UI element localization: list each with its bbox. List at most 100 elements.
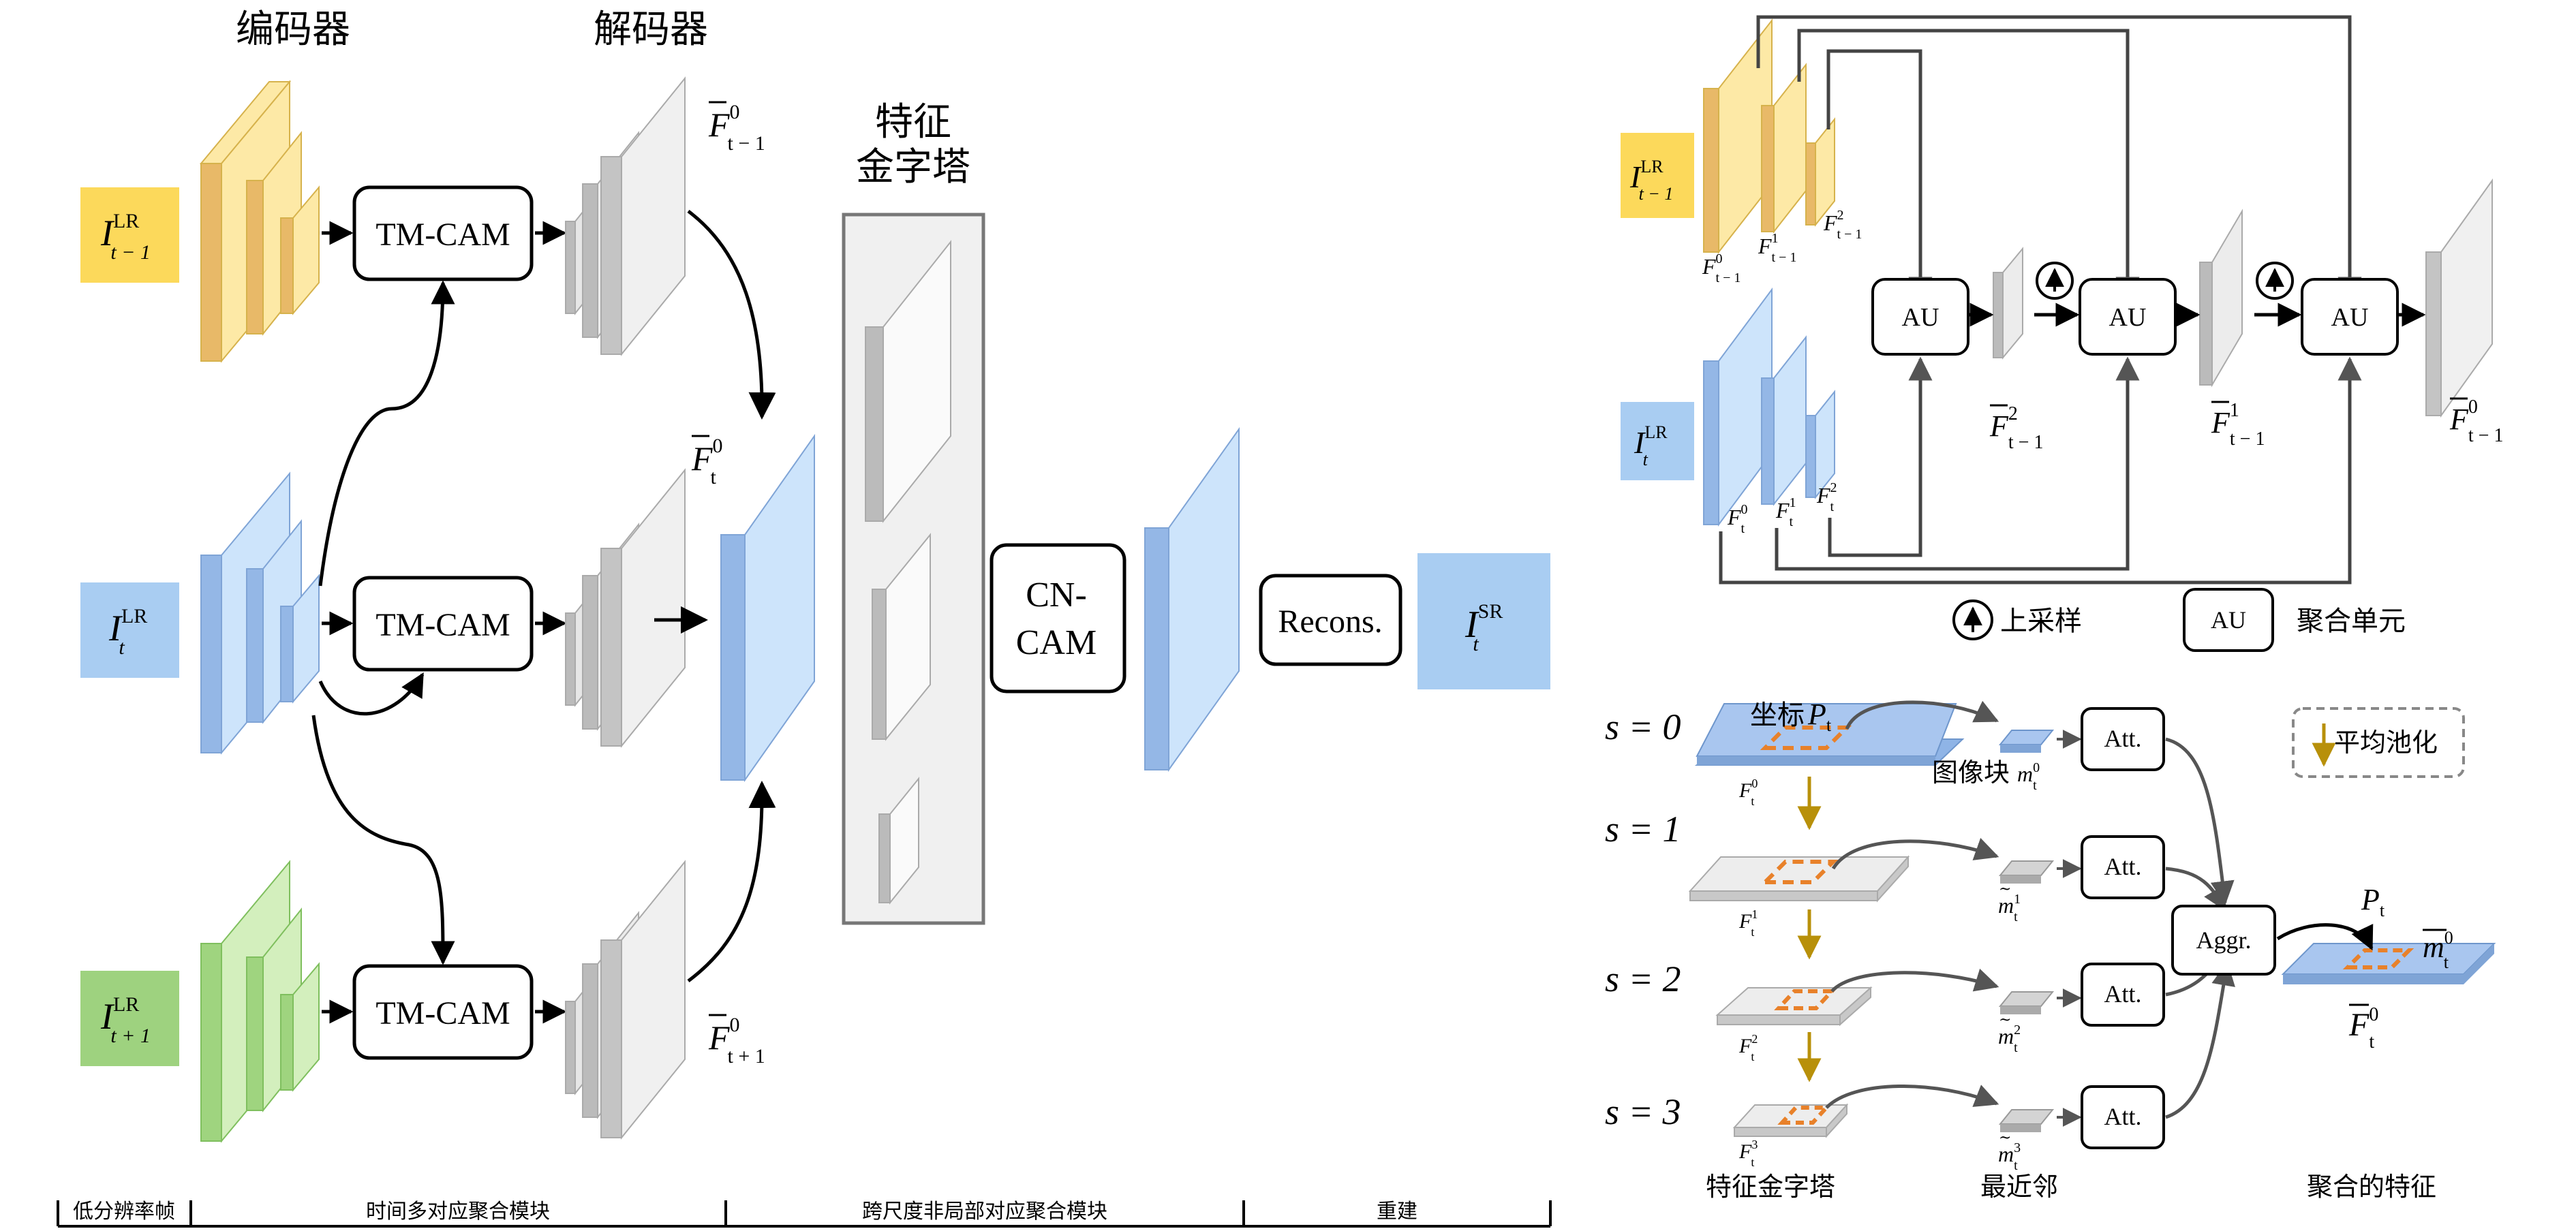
encoder-stack-cur	[200, 471, 320, 755]
encoder-stack-next	[200, 860, 320, 1143]
patch-tilde-2: ~	[1999, 1012, 2011, 1029]
plane-s0	[1694, 703, 1965, 766]
scale-label-0: s = 0	[1605, 706, 1681, 747]
patch-arrows	[1825, 700, 1999, 1109]
encoder-stack-prev	[199, 80, 320, 363]
ar-agg-feat-0-block	[2425, 178, 2493, 418]
fused-feature-block	[720, 433, 815, 783]
decoder-stack-cur	[565, 468, 686, 748]
au-label-1: AU	[1902, 303, 1939, 332]
stage-label-tmcam: 时间多对应聚合模块	[366, 1200, 550, 1224]
stage-bar	[57, 1200, 1552, 1228]
patch-block-3	[1998, 1109, 2055, 1132]
recons-label: Recons.	[1278, 604, 1382, 640]
patch-block-1	[1998, 860, 2055, 884]
plane-s3	[1732, 1103, 1849, 1138]
aggr-to-output-arrow	[2276, 923, 2374, 951]
stage-label-cncam: 跨尺度非局部对应聚合模块	[862, 1200, 1107, 1224]
tm-cam-box-cur	[352, 576, 534, 672]
stage-label-recon: 重建	[1377, 1200, 1417, 1224]
upsample-icon-1	[2036, 262, 2074, 300]
recons-box	[1259, 574, 1402, 666]
tm-cam-box-prev	[352, 185, 534, 281]
pyramid-level-2	[878, 777, 919, 905]
scale-label-3: s = 3	[1605, 1091, 1681, 1132]
au-box-1	[1871, 278, 1969, 356]
pyramid-level-1	[872, 533, 931, 741]
patch-block-0	[1998, 730, 2055, 753]
legend-au-box	[2183, 588, 2274, 652]
input-frame-next	[80, 971, 179, 1066]
patch-tilde-1: ~	[1999, 881, 2011, 898]
pyramid-header-line1: 特征	[875, 100, 951, 144]
legend-au-text: 聚合单元	[2297, 606, 2406, 637]
ar-agg-feat-1-block	[2199, 208, 2243, 388]
cn-cam-label-line1: CN-	[1026, 576, 1087, 614]
au-box-3	[2301, 278, 2399, 356]
output-point-label: Pt	[2361, 883, 2385, 920]
aggr-box	[2171, 905, 2276, 976]
cn-cam-label-line2: CAM	[1016, 623, 1097, 662]
au-label-2: AU	[2109, 303, 2147, 332]
au-label-3: AU	[2331, 303, 2369, 332]
tm-cam-label-prev: TM-CAM	[375, 217, 510, 253]
aggr-label: Aggr.	[2196, 926, 2252, 954]
coord-var: Pt	[1807, 698, 1832, 735]
au-box-2	[2079, 278, 2177, 356]
pool-legend-text: 平均池化	[2334, 728, 2438, 758]
att-box-3	[2081, 1085, 2165, 1149]
decoder-header: 解码器	[594, 7, 708, 52]
decoder-stack-next	[565, 860, 686, 1140]
coord-text: 坐标	[1750, 700, 1805, 731]
ar-input-cur	[1621, 402, 1694, 480]
legend-upsample-icon	[1952, 599, 1993, 640]
encoder-to-tmcam-arrows	[311, 221, 455, 1024]
caption-agg: 聚合的特征	[2307, 1172, 2436, 1202]
tm-cam-box-next	[352, 964, 534, 1060]
scale-label-2: s = 2	[1605, 959, 1681, 999]
ar-agg-feat-2-block	[1993, 247, 2023, 360]
caption-pyramid: 特征金字塔	[1706, 1172, 1835, 1202]
output-sr-box	[1417, 553, 1550, 689]
ar-input-prev	[1621, 133, 1694, 218]
scale-label-1: s = 1	[1605, 809, 1681, 850]
ar-connection-lines	[1719, 15, 2362, 585]
plane-s1	[1688, 855, 1910, 903]
tmcam-to-decoder-arrows	[535, 221, 567, 1024]
decoder-stack-prev	[565, 76, 686, 356]
tm-cam-label-next: TM-CAM	[375, 995, 510, 1031]
plane-s2	[1715, 986, 1873, 1027]
att-label-1: Att.	[2104, 853, 2141, 880]
stage-label-lr: 低分辨率帧	[73, 1200, 175, 1224]
legend-au-label: AU	[2211, 606, 2246, 634]
pool-legend-box	[2292, 707, 2465, 778]
patch-tilde-3: ~	[1999, 1129, 2011, 1147]
att-box-2	[2081, 963, 2165, 1027]
att-box-1	[2081, 835, 2165, 899]
decoder-to-fused-arrows	[654, 210, 776, 982]
att-label-2: Att.	[2104, 980, 2141, 1008]
